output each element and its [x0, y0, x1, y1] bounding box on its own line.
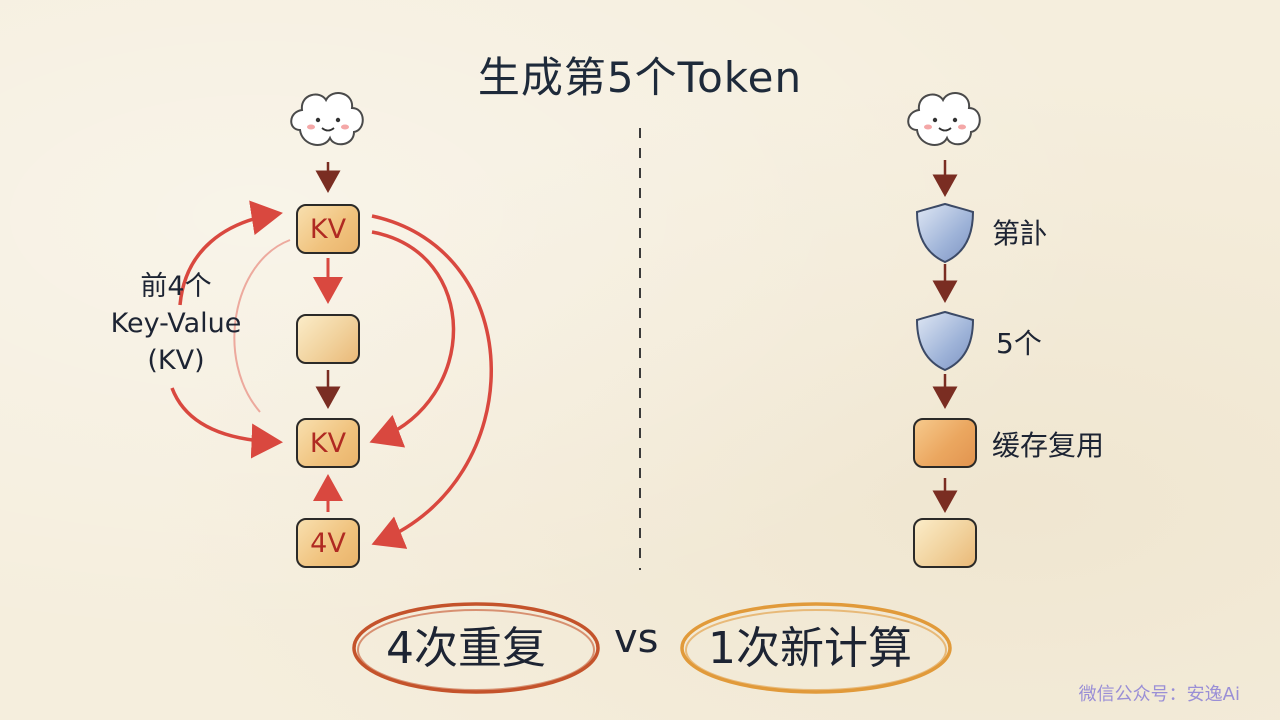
shield-icon	[915, 310, 975, 372]
bottom-left-text: 4次重复	[386, 623, 546, 674]
4v-box: 4V	[296, 518, 360, 568]
new-box	[913, 518, 977, 568]
watermark: 微信公众号：安逸Ai	[1078, 684, 1240, 705]
right-label-2: 5个	[996, 327, 1042, 360]
curve-arrow-right-outer	[371, 214, 493, 549]
cloud-face-icon	[290, 92, 364, 146]
page-title: 生成第5个Token	[477, 53, 803, 102]
curve-arrow-right-inner	[369, 230, 456, 448]
kv-box-mid: KV	[296, 418, 360, 468]
right-label-3: 缓存复用	[992, 429, 1105, 462]
kv-label-line3: (KV)	[147, 345, 205, 376]
oval-left	[352, 602, 600, 694]
kv-box-top: KV	[296, 204, 360, 254]
curve-inner-faint	[233, 239, 291, 413]
bottom-right-text: 1次新计算	[708, 623, 912, 674]
curve-arrow-to-top-kv	[178, 200, 283, 306]
empty-box	[296, 314, 360, 364]
oval-right	[680, 602, 952, 694]
kv-label-line2: Key-Value	[110, 308, 242, 339]
right-label-1: 第訃	[992, 217, 1049, 250]
cloud-face-icon	[907, 92, 981, 146]
kv-label: 前4个 Key-Value (KV)	[86, 268, 266, 379]
cache-box	[913, 418, 977, 468]
curve-arrow-to-mid-kv	[170, 387, 283, 459]
bottom-vs: vs	[614, 616, 659, 662]
shield-icon	[915, 202, 975, 264]
kv-label-line1: 前4个	[140, 271, 212, 302]
